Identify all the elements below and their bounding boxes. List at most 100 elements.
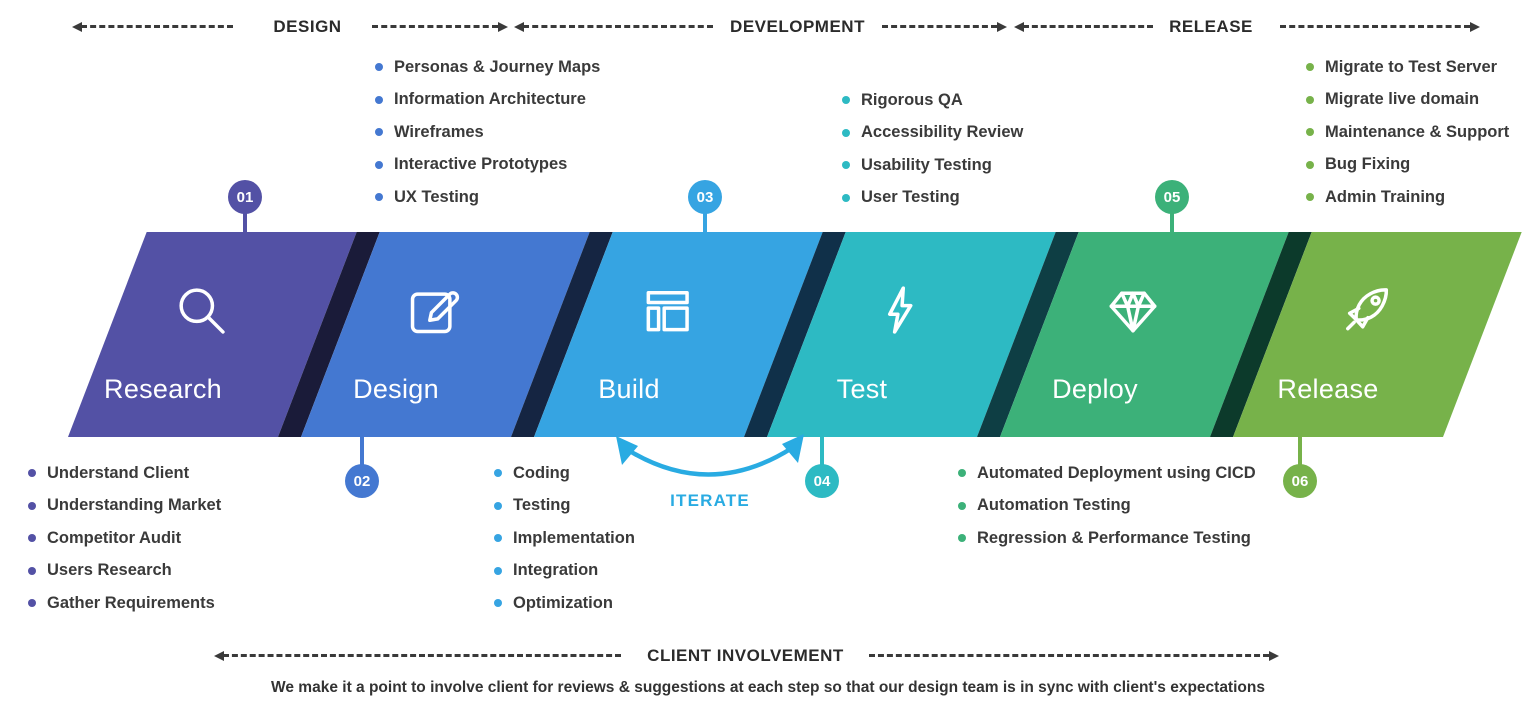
- dashed-connector: [1280, 25, 1470, 28]
- stage-label: Deploy: [1052, 374, 1138, 404]
- task-item: Users Research: [28, 561, 221, 581]
- arrowhead-right-icon: [997, 22, 1007, 32]
- stage-shape-design: Design: [301, 232, 590, 437]
- arrowhead-right-icon: [1269, 651, 1279, 661]
- task-item: Admin Training: [1306, 187, 1509, 207]
- iterate-arrow-icon: [616, 434, 804, 477]
- bullet-icon: [1306, 128, 1314, 136]
- layout-icon: [646, 290, 689, 332]
- task-item: Maintenance & Support: [1306, 122, 1509, 142]
- iterate-label: ITERATE: [670, 491, 750, 510]
- bullet-icon: [28, 534, 36, 542]
- badge-stem: [1170, 210, 1174, 236]
- badge-stem: [243, 210, 247, 236]
- task-list-deploy: Automated Deployment using CICD Automati…: [958, 463, 1256, 561]
- stage-label: Release: [1277, 374, 1379, 404]
- task-item: Accessibility Review: [842, 123, 1023, 143]
- stage-label: Design: [353, 374, 439, 404]
- badge-stem: [703, 210, 707, 236]
- phase-label-release: RELEASE: [1169, 17, 1253, 36]
- bullet-icon: [28, 599, 36, 607]
- arrowhead-left-icon: [1014, 22, 1024, 32]
- dashed-connector: [223, 654, 621, 657]
- task-list-test: Rigorous QA Accessibility Review Usabili…: [842, 90, 1023, 220]
- stage-shape-research: Research: [68, 232, 357, 437]
- bullet-icon: [375, 193, 383, 201]
- bullet-icon: [958, 501, 966, 510]
- stage-shape-test: Test: [767, 232, 1056, 437]
- task-item: Automated Deployment using CICD: [958, 463, 1256, 483]
- task-item: Coding: [494, 463, 635, 483]
- task-list-research: Understand Client Understanding Market C…: [28, 463, 221, 626]
- phase-label-design: DESIGN: [273, 17, 342, 36]
- stage-label: Build: [598, 374, 660, 404]
- bullet-icon: [375, 160, 383, 169]
- task-item: Migrate to Test Server: [1306, 57, 1509, 77]
- bullet-icon: [494, 534, 502, 542]
- bullet-icon: [494, 501, 502, 510]
- bullet-icon: [494, 566, 502, 575]
- task-item: Rigorous QA: [842, 90, 1023, 110]
- dashed-connector: [869, 654, 1269, 657]
- badge-01: 01: [228, 180, 262, 214]
- bullet-icon: [375, 63, 383, 71]
- task-item: Wireframes: [375, 122, 600, 142]
- task-list-build: Coding Testing Implementation Integratio…: [494, 463, 635, 626]
- arrowhead-right-icon: [1470, 22, 1480, 32]
- bullet-icon: [375, 95, 383, 104]
- task-item: Bug Fixing: [1306, 155, 1509, 175]
- badge-stem: [360, 437, 364, 468]
- stage-shape-build: Build: [534, 232, 823, 437]
- task-item: Understand Client: [28, 463, 221, 483]
- rocket-icon: [1346, 288, 1389, 331]
- stage-label: Research: [104, 374, 222, 404]
- task-item: Competitor Audit: [28, 528, 221, 548]
- task-item: UX Testing: [375, 187, 600, 207]
- bullet-icon: [494, 599, 502, 607]
- bullet-icon: [375, 128, 383, 136]
- client-involvement-description: We make it a point to involve client for…: [271, 679, 1265, 696]
- stage-shape-deploy: Deploy: [1000, 232, 1289, 437]
- task-item: Understanding Market: [28, 496, 221, 516]
- bullet-icon: [842, 193, 850, 202]
- task-item: Information Architecture: [375, 90, 600, 110]
- bullet-icon: [1306, 193, 1314, 201]
- badge-05: 05: [1155, 180, 1189, 214]
- task-item: Integration: [494, 561, 635, 581]
- bullet-icon: [28, 469, 36, 477]
- bullet-icon: [1306, 63, 1314, 71]
- bullet-icon: [28, 501, 36, 510]
- badge-stem: [820, 437, 824, 468]
- task-list-release: Migrate to Test Server Migrate live doma…: [1306, 57, 1509, 220]
- stage-shape-release: Release: [1233, 232, 1522, 437]
- bullet-icon: [28, 566, 36, 575]
- task-item: Regression & Performance Testing: [958, 528, 1256, 548]
- task-list-design: Personas & Journey Maps Information Arch…: [375, 57, 600, 220]
- badge-03: 03: [688, 180, 722, 214]
- bullet-icon: [842, 128, 850, 137]
- task-item: Gather Requirements: [28, 593, 221, 613]
- task-item: Optimization: [494, 593, 635, 613]
- phase-label-development: DEVELOPMENT: [730, 17, 865, 36]
- dashed-connector: [882, 25, 997, 28]
- stage-label: Test: [836, 374, 888, 404]
- bullet-icon: [1306, 95, 1314, 104]
- bullet-icon: [842, 96, 850, 104]
- bullet-icon: [494, 469, 502, 477]
- dashed-connector: [1023, 25, 1153, 28]
- dashed-connector: [372, 25, 498, 28]
- dashed-connector: [81, 25, 233, 28]
- task-item: Migrate live domain: [1306, 90, 1509, 110]
- client-involvement-label: CLIENT INVOLVEMENT: [647, 646, 844, 665]
- task-item: Usability Testing: [842, 155, 1023, 175]
- task-item: Automation Testing: [958, 496, 1256, 516]
- task-item: Interactive Prototypes: [375, 155, 600, 175]
- bullet-icon: [958, 469, 966, 477]
- arrowhead-left-icon: [214, 651, 224, 661]
- arrowhead-left-icon: [72, 22, 82, 32]
- bullet-icon: [1306, 160, 1314, 169]
- badge-06: 06: [1283, 464, 1317, 498]
- dashed-connector: [523, 25, 713, 28]
- task-item: Personas & Journey Maps: [375, 57, 600, 77]
